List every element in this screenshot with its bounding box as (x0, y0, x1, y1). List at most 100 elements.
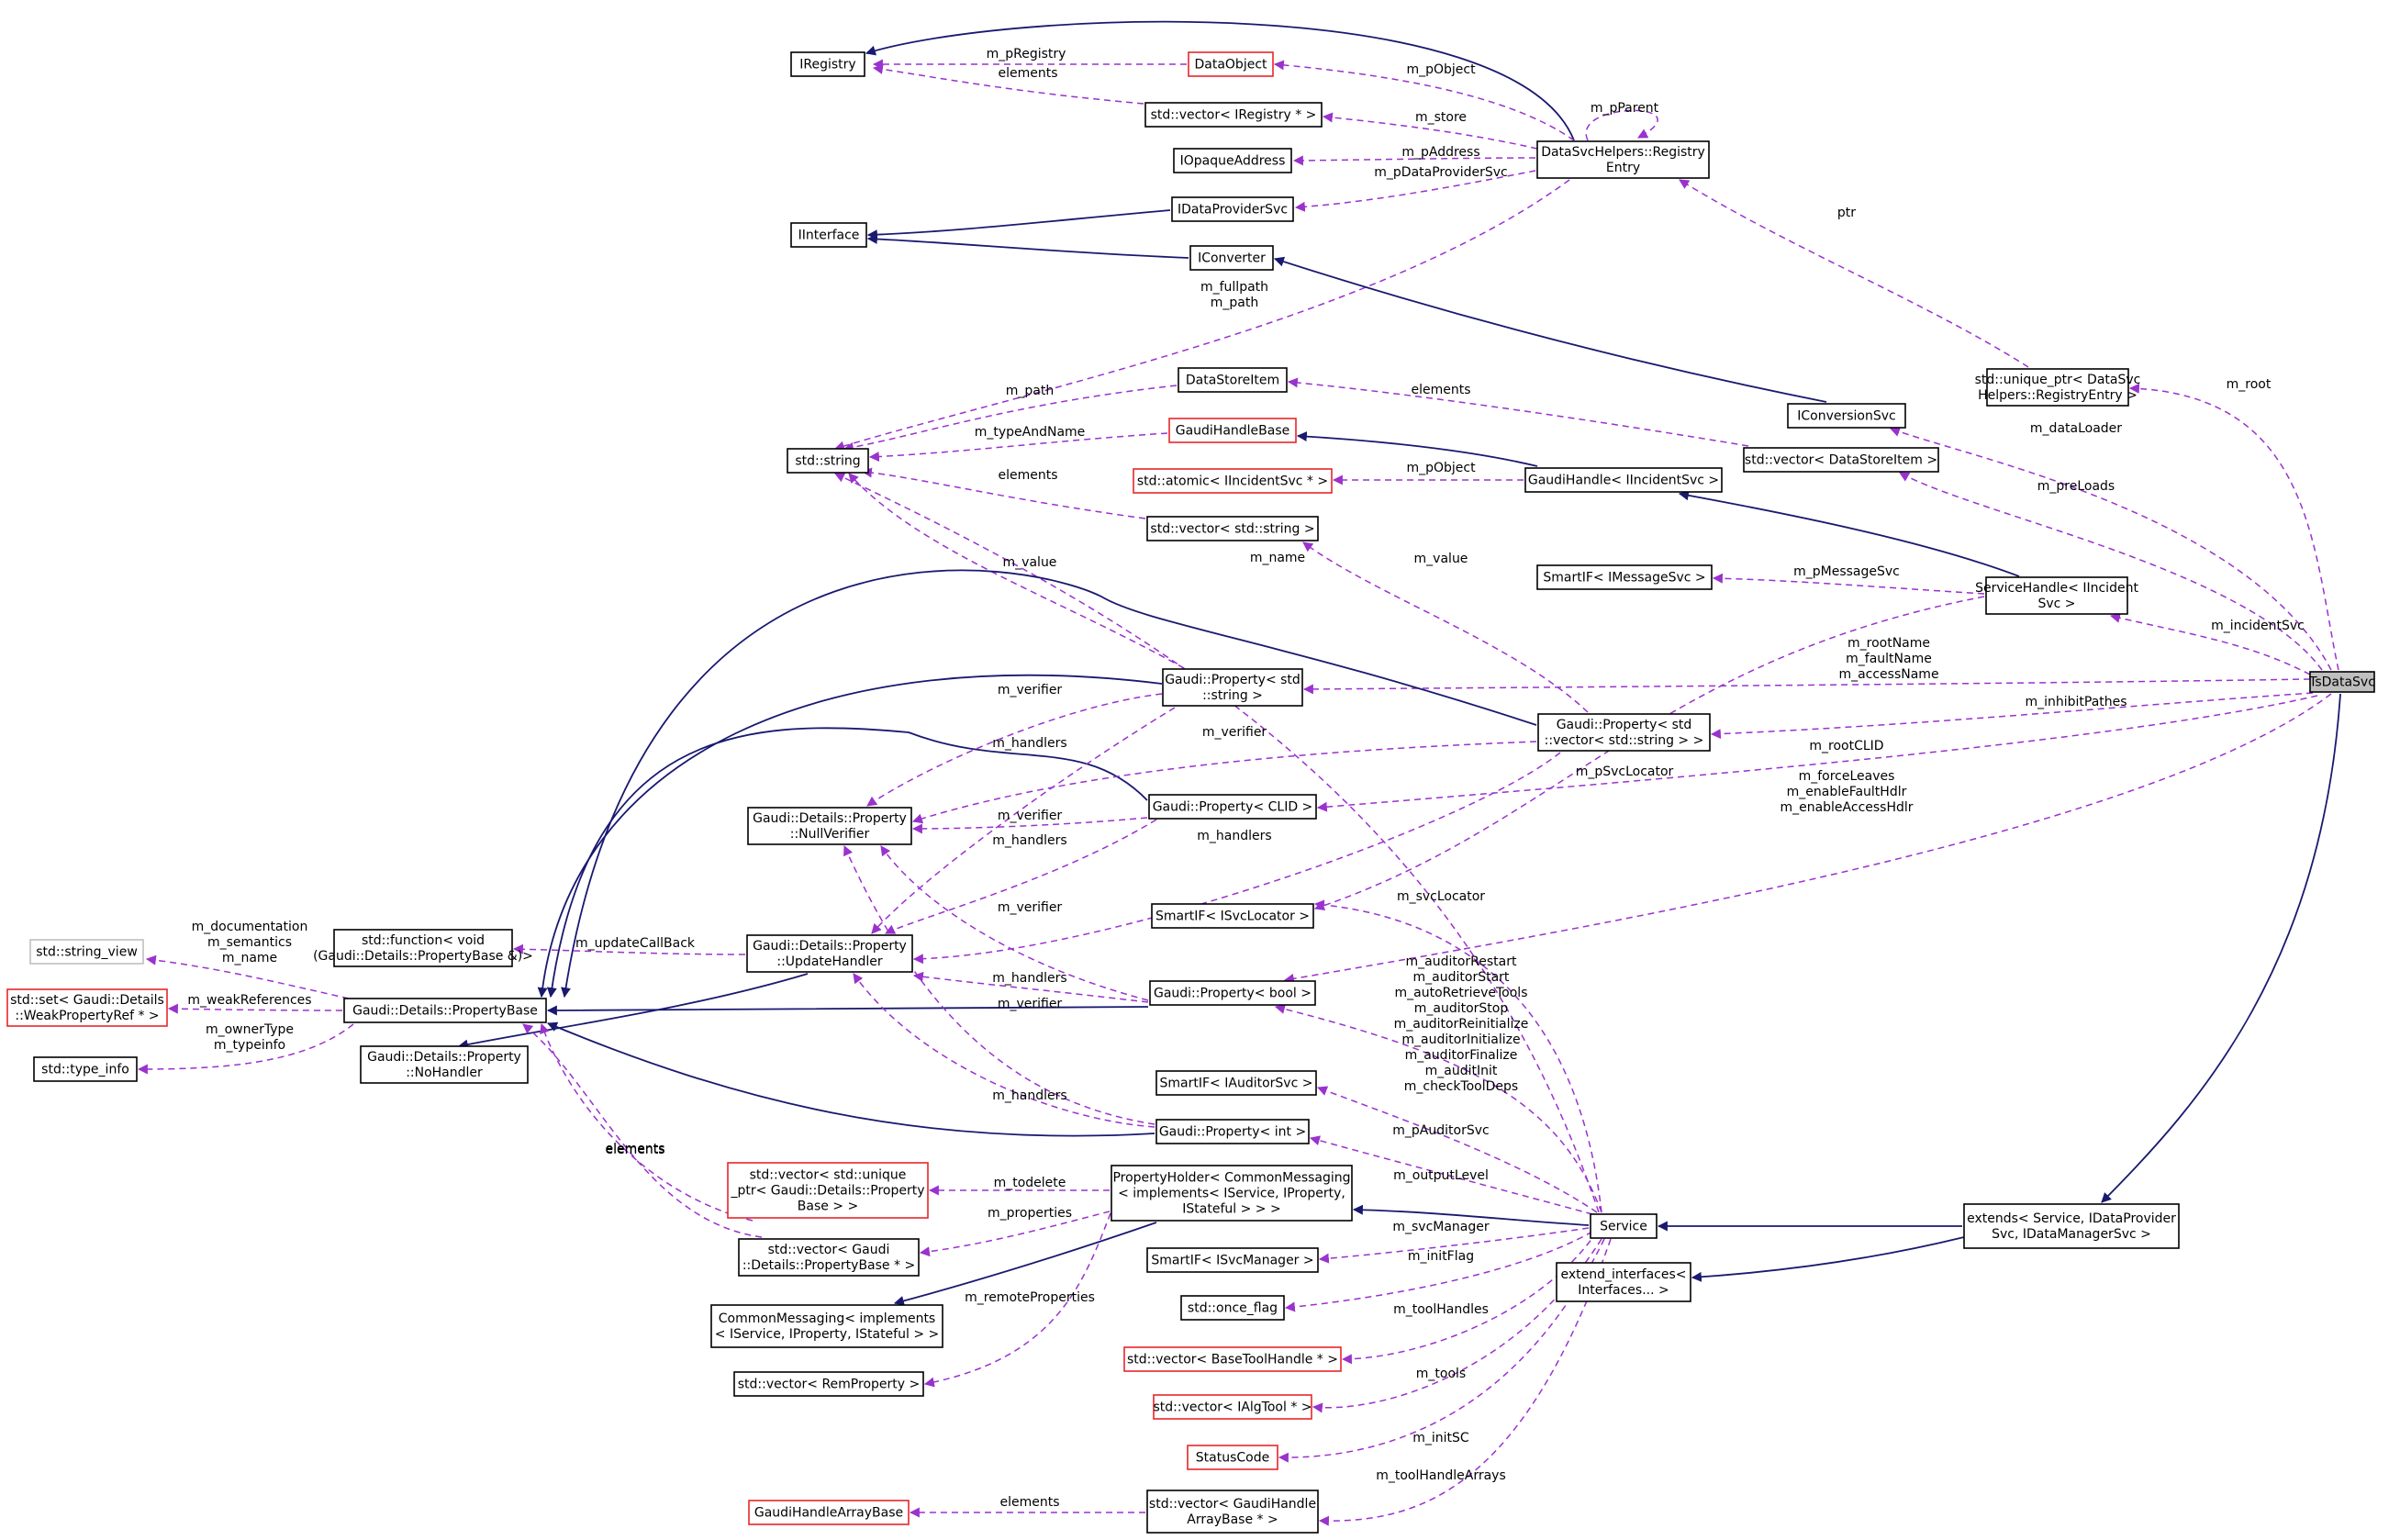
class-box (747, 807, 912, 845)
class-node-prop_int[interactable]: Gaudi::Property< int > (1155, 1119, 1310, 1144)
class-node-prop_string[interactable]: Gaudi::Property< std::string > (1162, 668, 1303, 707)
class-name-line: std::vector< DataStoreItem > (1745, 453, 1937, 468)
class-node-smartif_iauditorsvc[interactable]: SmartIF< IAuditorSvc > (1155, 1070, 1317, 1096)
class-node-prop_clid[interactable]: Gaudi::Property< CLID > (1148, 794, 1317, 820)
class-name-line: SmartIF< IMessageSvc > (1543, 571, 1705, 586)
class-node-idataprovidersvc[interactable]: IDataProviderSvc (1171, 196, 1294, 222)
class-node-commonmessaging[interactable]: CommonMessaging< implements< IService, I… (710, 1304, 943, 1348)
class-node-iconversionsvc[interactable]: IConversionSvc (1787, 403, 1906, 429)
class-box (343, 998, 547, 1023)
class-node-prop_vec_string[interactable]: Gaudi::Property< std::vector< std::strin… (1537, 713, 1711, 752)
member-edge-datastoreitem-to-stdstring (843, 385, 1178, 452)
edge-label: m_typeAndName (975, 425, 1086, 440)
inheritance-edge-propertyholder-to-commonmessaging (893, 1222, 1157, 1306)
edge-label: m_typeinfo (214, 1038, 285, 1053)
class-name-line: ::WeakPropertyRef * > (15, 1009, 159, 1023)
member-edge-tsdatasvc-to-unique_ptr_re (2128, 383, 2339, 671)
edge-label: m_pObject (1406, 461, 1476, 475)
class-name-line: ::NullVerifier (790, 827, 870, 842)
class-node-atomic_iincidentsvc[interactable]: std::atomic< IIncidentSvc * > (1133, 468, 1333, 494)
class-node-stdstring[interactable]: std::string (787, 448, 869, 474)
class-node-vec_iregistry[interactable]: std::vector< IRegistry * > (1144, 102, 1323, 128)
member-edge-vec_datastoreitem-to-datastoreitem (1287, 377, 1749, 447)
class-node-tsdatasvc[interactable]: TsDataSvc (2308, 671, 2375, 693)
class-node-vec_gaudihandlearray[interactable]: std::vector< GaudiHandleArrayBase * > (1146, 1490, 1319, 1534)
class-name-line: IInterface (798, 229, 860, 243)
member-edge-prop_clid-to-updatehandler (885, 819, 1157, 934)
class-node-vec_ialgtool[interactable]: std::vector< IAlgTool * > (1153, 1394, 1312, 1420)
class-name-line: std::atomic< IIncidentSvc * > (1137, 474, 1328, 489)
class-node-dataobject[interactable]: DataObject (1188, 51, 1274, 77)
class-node-vec_remproperty[interactable]: std::vector< RemProperty > (733, 1371, 924, 1397)
class-node-vec_datastoreitem[interactable]: std::vector< DataStoreItem > (1743, 447, 1939, 473)
class-node-iopaqueaddress[interactable]: IOpaqueAddress (1173, 148, 1292, 173)
class-node-vec_basetoolhandle[interactable]: std::vector< BaseToolHandle * > (1123, 1346, 1342, 1372)
class-box (1178, 367, 1288, 393)
class-node-service[interactable]: Service (1590, 1213, 1658, 1239)
class-node-propertyholder[interactable]: PropertyHolder< CommonMessaging< impleme… (1111, 1165, 1353, 1222)
member-edge-unique_ptr_re-to-registryentry (1679, 179, 2029, 368)
class-node-nohandler[interactable]: Gaudi::Details::Property::NoHandler (360, 1045, 529, 1084)
class-box (1986, 368, 2129, 407)
class-node-std_type_info[interactable]: std::type_info (33, 1056, 138, 1082)
inheritance-edge-prop_bool-to-propertybase (546, 1005, 1149, 1016)
class-node-iregistry[interactable]: IRegistry (790, 51, 865, 77)
member-edge-registryentry-to-iopaqueaddress (1292, 155, 1536, 166)
class-node-gaudihandlearraybase[interactable]: GaudiHandleArrayBase (748, 1500, 910, 1525)
edge-label: m_pSvcLocator (1576, 764, 1674, 779)
class-name-line: CommonMessaging< implements (719, 1311, 935, 1326)
edge-label: m_faultName (1846, 652, 1932, 666)
class-name-line: _ptr< Gaudi::Details::Property (730, 1184, 924, 1199)
inheritance-edge-iconversionsvc-to-iconverter (1273, 256, 1827, 403)
class-node-gaudihandlebase[interactable]: GaudiHandleBase (1168, 418, 1297, 443)
class-node-iconverter[interactable]: IConverter (1189, 245, 1274, 271)
member-edge-gaudihandlebase-to-stdstring (868, 432, 1168, 463)
inheritance-edge-tsdatasvc-to-extends (2101, 693, 2341, 1203)
class-box (1146, 516, 1319, 541)
class-node-vec_stdstring[interactable]: std::vector< std::string > (1146, 516, 1319, 541)
class-name-line: StatusCode (1196, 1451, 1269, 1466)
member-edge-registryentry-to-vec_iregistry (1322, 112, 1538, 150)
class-node-iinterface[interactable]: IInterface (790, 222, 867, 248)
class-node-registryentry[interactable]: DataSvcHelpers::RegistryEntry (1536, 140, 1710, 179)
class-node-prop_bool[interactable]: Gaudi::Property< bool > (1149, 980, 1316, 1006)
edge-label: m_verifier (998, 997, 1063, 1011)
class-node-servicehandle_iincident[interactable]: ServiceHandle< IIncidentSvc > (1975, 576, 2138, 615)
class-node-smartif_imessagesvc[interactable]: SmartIF< IMessageSvc > (1536, 564, 1713, 590)
class-name-line: (Gaudi::Details::PropertyBase &)> (313, 949, 533, 964)
edge-label: m_autoRetrieveTools (1395, 986, 1528, 1000)
inheritance-edge-gaudihandle_iincident-to-gaudihandlebase (1296, 431, 1538, 467)
class-node-gaudihandle_iincident[interactable]: GaudiHandle< IIncidentSvc > (1524, 467, 1723, 493)
class-node-smartif_isvcmanager[interactable]: SmartIF< ISvcManager > (1146, 1247, 1319, 1273)
class-node-set_weakpropertyref[interactable]: std::set< Gaudi::Details::WeakPropertyRe… (6, 988, 168, 1027)
class-name-line: < IService, IProperty, IStateful > > (715, 1327, 939, 1342)
class-box (2309, 671, 2375, 693)
class-node-std_function[interactable]: std::function< void(Gaudi::Details::Prop… (313, 929, 533, 967)
inheritance-edge-service-to-propertyholder (1352, 1204, 1590, 1226)
class-box (1168, 418, 1297, 443)
class-node-std_once_flag[interactable]: std::once_flag (1180, 1295, 1285, 1321)
member-edge-vec_unique_ptr_pb-to-propertybase (540, 1022, 753, 1222)
class-box (790, 51, 865, 77)
class-name-line: SmartIF< IAuditorSvc > (1160, 1077, 1313, 1091)
inheritance-edge-iconverter-to-iinterface (866, 233, 1189, 259)
class-box (1590, 1213, 1658, 1239)
class-node-extends[interactable]: extends< Service, IDataProviderSvc, IDat… (1963, 1203, 2180, 1249)
class-box (1963, 1203, 2180, 1249)
class-node-extend_interfaces[interactable]: extend_interfaces<Interfaces... > (1556, 1262, 1691, 1302)
class-node-unique_ptr_re[interactable]: std::unique_ptr< DataSvcHelpers::Registr… (1975, 368, 2141, 407)
class-node-propertybase[interactable]: Gaudi::Details::PropertyBase (343, 998, 547, 1023)
member-edge-service-to-smartif_isvcmanager (1318, 1227, 1590, 1264)
class-node-std_string_view[interactable]: std::string_view (29, 939, 144, 965)
edge-label: m_toolHandles (1393, 1302, 1489, 1317)
class-node-updatehandler[interactable]: Gaudi::Details::Property::UpdateHandler (746, 934, 913, 973)
class-node-smartif_isvclocator[interactable]: SmartIF< ISvcLocator > (1151, 903, 1314, 929)
class-name-line: Gaudi::Property< std (1165, 673, 1300, 687)
class-node-statuscode[interactable]: StatusCode (1187, 1445, 1278, 1470)
edge-label: m_rootCLID (1809, 739, 1883, 753)
class-node-vec_pb_ptr[interactable]: std::vector< Gaudi::Details::PropertyBas… (738, 1238, 920, 1277)
class-node-nullverifier[interactable]: Gaudi::Details::Property::NullVerifier (747, 807, 912, 845)
class-node-datastoreitem[interactable]: DataStoreItem (1178, 367, 1288, 393)
inheritance-edge-prop_clid-to-propertybase (546, 727, 1148, 999)
class-node-vec_unique_ptr_pb[interactable]: std::vector< std::unique_ptr< Gaudi::Det… (727, 1162, 929, 1219)
